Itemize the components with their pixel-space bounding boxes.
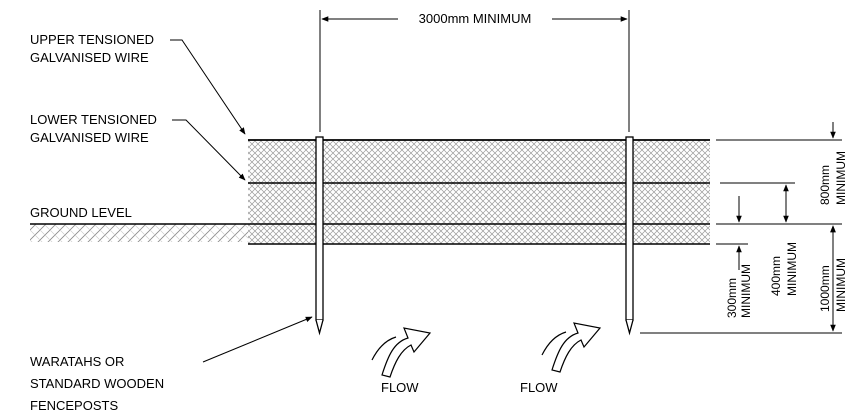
posts-leader	[202, 316, 313, 363]
dim-400-label-line1: 400mm	[769, 256, 783, 296]
flow-arrow-left-icon	[371, 327, 432, 378]
post-spacing-label: 3000mm MINIMUM	[419, 11, 532, 26]
post-right	[625, 136, 634, 336]
flow-label-left: FLOW	[381, 380, 419, 395]
upper-wire-label-line2: GALVANISED WIRE	[30, 50, 149, 65]
posts-label-line3: FENCEPOSTS	[30, 398, 118, 413]
ground-hatching	[30, 224, 248, 242]
flow-arrow-right-icon	[541, 322, 602, 373]
post-left	[315, 136, 324, 336]
ground-level-label: GROUND LEVEL	[30, 205, 132, 220]
upper-wire-leader	[170, 39, 246, 135]
dim-1000-label-line1: 1000mm	[818, 265, 832, 312]
posts-label-line1: WARATAHS OR	[30, 354, 124, 369]
flow-label-right: FLOW	[520, 380, 558, 395]
dim-800-label-line2: MINIMUM	[834, 151, 848, 205]
upper-wire-label-line1: UPPER TENSIONED	[30, 32, 154, 47]
dim-800-label-line1: 800mm	[818, 165, 832, 205]
lower-wire-label-line1: LOWER TENSIONED	[30, 112, 157, 127]
lower-wire-label-line2: GALVANISED WIRE	[30, 130, 149, 145]
posts-label-line2: STANDARD WOODEN	[30, 376, 164, 391]
dim-400-label-line2: MINIMUM	[785, 242, 799, 296]
dim-1000-label-line2: MINIMUM	[834, 258, 848, 312]
dim-300-label-line1: 300mm	[725, 278, 739, 318]
dim-300-label-line2: MINIMUM	[739, 264, 753, 318]
lower-wire-leader	[172, 119, 246, 181]
